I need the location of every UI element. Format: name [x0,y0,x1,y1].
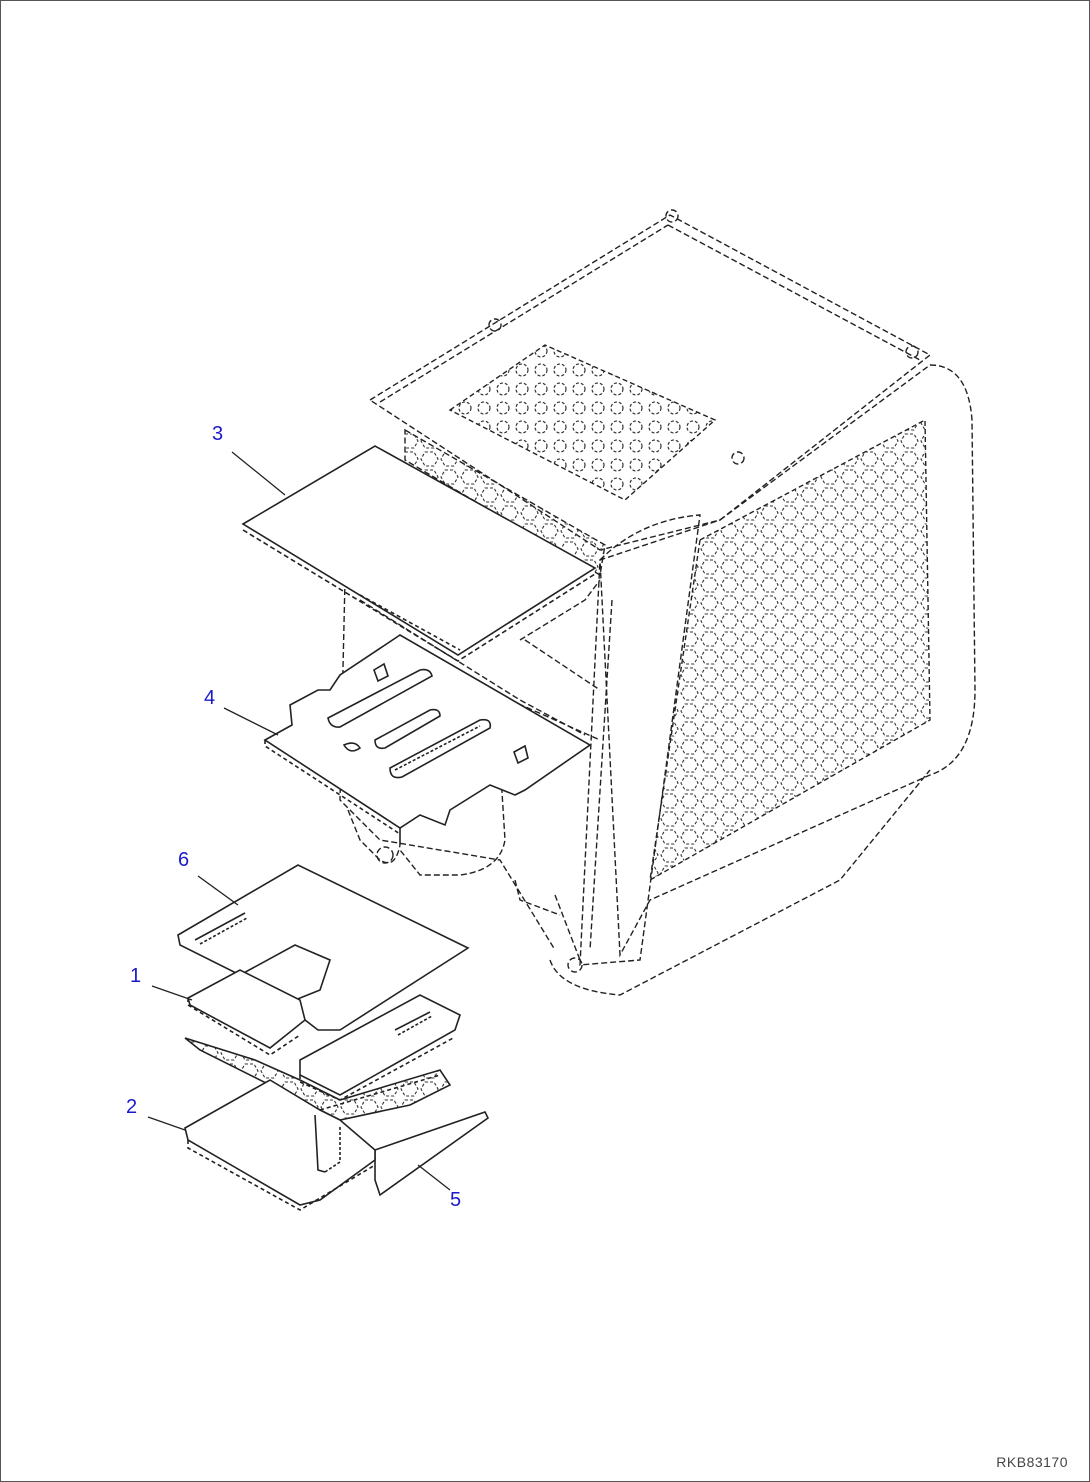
callout-4: 4 [204,687,216,709]
leader-4 [223,707,279,736]
part-3-top-plate [241,445,597,662]
part-4-floor-plate [263,634,592,845]
operator-cab [339,209,976,996]
leader-3 [231,451,286,496]
callout-3: 3 [212,423,224,445]
part-2-base-plate [184,1079,376,1211]
callout-1: 1 [130,965,142,987]
figure-code: RKB83170 [996,1454,1068,1470]
part-1-floor-pieces [187,969,461,1101]
callout-5: 5 [450,1189,462,1211]
leader-1 [151,985,193,1001]
leader-2 [147,1116,186,1131]
leader-lines [147,451,451,1191]
leader-5 [417,1164,451,1191]
callout-2: 2 [126,1096,138,1118]
leader-6 [197,875,239,906]
callout-6: 6 [178,849,190,871]
